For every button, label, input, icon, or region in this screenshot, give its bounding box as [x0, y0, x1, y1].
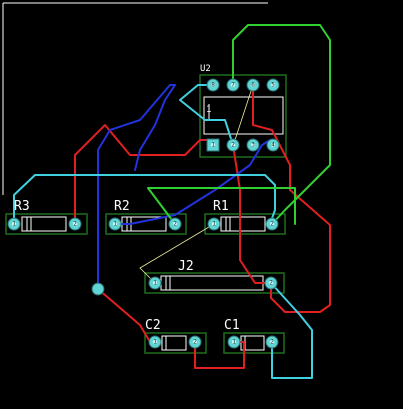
r1-pad-drill	[269, 221, 275, 227]
c1-label: C1	[224, 318, 240, 333]
j2-pin-number: 2	[269, 280, 273, 287]
j2-pad-drill	[152, 280, 158, 286]
r2-pad-2[interactable]: 2	[168, 217, 182, 231]
r3-pad-drill	[11, 221, 17, 227]
u2-body-mark: 1	[206, 105, 211, 115]
trace-red-5	[194, 341, 245, 369]
r2-footprint	[105, 213, 187, 235]
u2-pad-1[interactable]: 1	[206, 138, 220, 152]
r3-pad-2[interactable]: 2	[68, 217, 82, 231]
u2-pad-drill	[230, 82, 236, 88]
c2-pad-drill	[152, 339, 158, 345]
r3-pad-1[interactable]: 1	[7, 217, 21, 231]
r3-pin-number: 1	[12, 221, 16, 228]
c2-pad-2[interactable]: 2	[188, 335, 202, 349]
c2-pad-drill	[192, 339, 198, 345]
r3-label: R3	[14, 199, 30, 214]
u2-pad-3[interactable]: 3	[246, 138, 260, 152]
u2-pad-5[interactable]: 5	[266, 78, 280, 92]
u2-body	[203, 96, 284, 135]
c1-pad-2[interactable]: 2	[265, 335, 279, 349]
u2-pin-number: 2	[231, 142, 235, 149]
r3-body	[21, 216, 67, 232]
r2-label: R2	[114, 199, 130, 214]
u2-pad-drill	[210, 142, 216, 148]
c1-pad-drill	[269, 339, 275, 345]
j2-pad-1[interactable]: 1	[148, 276, 162, 290]
u2-pin-number: 3	[251, 142, 255, 149]
trace-blue-1	[97, 84, 176, 290]
c2-pin-number: 2	[193, 339, 197, 346]
u2-pad-8[interactable]: 8	[206, 78, 220, 92]
u2-pad-7[interactable]: 7	[226, 78, 240, 92]
trace-green-1	[232, 24, 331, 225]
u2-pin-number: 5	[271, 82, 275, 89]
c1-pin-number: 1	[232, 339, 236, 346]
u2-pad-drill	[230, 142, 236, 148]
trace-green-2	[147, 187, 296, 225]
u2-pad-drill	[250, 82, 256, 88]
j2-pad-drill	[268, 280, 274, 286]
via[interactable]	[91, 282, 105, 296]
c1-pad-1[interactable]: 1	[227, 335, 241, 349]
r3-footprint	[5, 213, 88, 235]
c2-body	[161, 335, 187, 351]
r1-label: R1	[213, 199, 229, 214]
c1-pad-drill	[231, 339, 237, 345]
r1-footprint	[204, 213, 286, 235]
ratsnest-1	[139, 223, 215, 269]
r2-pad-1[interactable]: 1	[108, 217, 122, 231]
c2-pin-number: 1	[153, 339, 157, 346]
c2-footprint	[144, 332, 207, 354]
j2-footprint	[144, 272, 285, 294]
u2-pad-4[interactable]: 4	[266, 138, 280, 152]
r1-pad-2[interactable]: 2	[265, 217, 279, 231]
r2-pad-drill	[172, 221, 178, 227]
c2-label: C2	[145, 318, 161, 333]
r1-pad-1[interactable]: 1	[207, 217, 221, 231]
u2-pad-2[interactable]: 2	[226, 138, 240, 152]
j2-pad-2[interactable]: 2	[264, 276, 278, 290]
u2-pad-6[interactable]: 6	[246, 78, 260, 92]
r2-pin-number: 1	[113, 221, 117, 228]
r2-pin-number: 2	[173, 221, 177, 228]
c1-pin-number: 2	[270, 339, 274, 346]
r1-pin-number: 2	[270, 221, 274, 228]
r1-pin-number: 1	[212, 221, 216, 228]
u2-pad-drill	[270, 82, 276, 88]
trace-red-1	[74, 124, 215, 225]
trace-cyan-1	[13, 174, 276, 225]
trace-red-2	[252, 84, 331, 313]
ratsnest-3	[234, 84, 254, 141]
u2-pin-number: 6	[251, 82, 255, 89]
traces	[13, 24, 331, 379]
u2-pin-number: 4	[271, 142, 275, 149]
r2-pad-drill	[112, 221, 118, 227]
component-bodies	[21, 96, 284, 351]
r1-pad-drill	[211, 221, 217, 227]
u2-pad-drill	[250, 142, 256, 148]
r3-pad-drill	[72, 221, 78, 227]
u2-pad-drill	[270, 142, 276, 148]
pads: 8 7 6 5 1 2 3 4 1 2 1 2 1 2 1 2 1 2 1 2	[7, 78, 280, 349]
trace-blue-3	[134, 84, 176, 171]
trace-cyan-3	[270, 282, 313, 379]
r1-body	[220, 216, 266, 232]
c2-pad-1[interactable]: 1	[148, 335, 162, 349]
trace-cyan-2	[179, 84, 234, 146]
u2-label: U2	[200, 64, 211, 74]
j2-pin-number: 1	[153, 280, 157, 287]
u2-pin-number: 1	[211, 142, 215, 149]
u2-pin-number: 8	[211, 82, 215, 89]
u2-pin-number: 7	[231, 82, 235, 89]
j2-label: J2	[178, 259, 194, 274]
c1-footprint	[223, 332, 285, 354]
r3-pin-number: 2	[73, 221, 77, 228]
u2-pad-drill	[210, 82, 216, 88]
